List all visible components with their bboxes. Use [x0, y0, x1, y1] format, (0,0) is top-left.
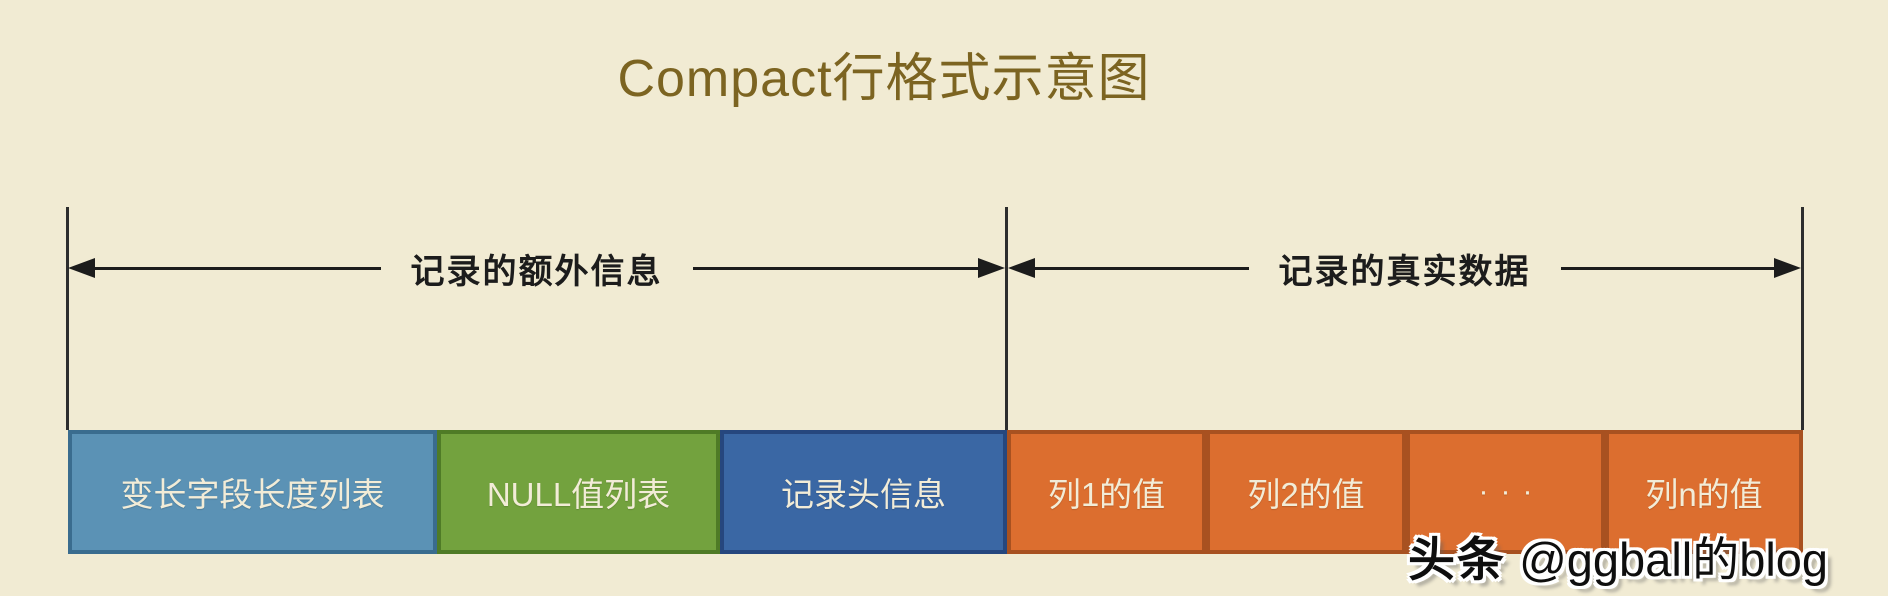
arrow-line [95, 266, 381, 270]
diagram-title: Compact行格式示意图 [617, 50, 1151, 108]
box-ellipsis: ··· [1406, 430, 1605, 554]
box-variable-length-field-list: 变长字段长度列表 [68, 430, 437, 554]
arrowhead-left-icon [68, 258, 95, 278]
watermark-handle-label: @ggball的blog [1519, 533, 1829, 586]
box-label: 记录头信息 [781, 476, 946, 513]
ellipsis-label: ··· [1478, 475, 1545, 508]
box-label: NULL值列表 [486, 476, 671, 513]
box-null-value-list: NULL值列表 [437, 430, 720, 554]
boundary-line-right [1801, 207, 1804, 430]
box-column-2-value: 列2的值 [1206, 430, 1406, 554]
extra-info-span-arrow: 记录的额外信息 [68, 252, 1005, 291]
extra-info-span-label: 记录的额外信息 [410, 252, 663, 291]
box-column-n-value: 列n的值 [1605, 430, 1803, 554]
real-data-span-label: 记录的真实数据 [1278, 252, 1531, 291]
watermark: 头条 @ggball的blog [1408, 521, 1828, 590]
box-label: 列1的值 [1047, 476, 1166, 513]
watermark-brand-label: 头条 [1408, 533, 1506, 586]
boundary-line-middle [1005, 207, 1008, 430]
box-label: 列2的值 [1247, 476, 1365, 513]
box-label: 变长字段长度列表 [120, 476, 385, 513]
box-column-1-value: 列1的值 [1007, 430, 1206, 554]
arrowhead-left-icon [1008, 258, 1035, 278]
real-data-span-arrow: 记录的真实数据 [1008, 252, 1801, 291]
arrowhead-right-icon [1774, 258, 1801, 278]
record-format-bar: 变长字段长度列表 NULL值列表 记录头信息 列1的值 列2的值 ··· 列n的… [68, 430, 1803, 554]
box-record-header-info: 记录头信息 [720, 430, 1007, 554]
arrow-line [1035, 266, 1249, 270]
box-label: 列n的值 [1645, 476, 1763, 513]
arrowhead-right-icon [978, 258, 1005, 278]
arrow-line [692, 266, 978, 270]
arrow-line [1560, 266, 1774, 270]
boundary-line-left [66, 207, 69, 430]
